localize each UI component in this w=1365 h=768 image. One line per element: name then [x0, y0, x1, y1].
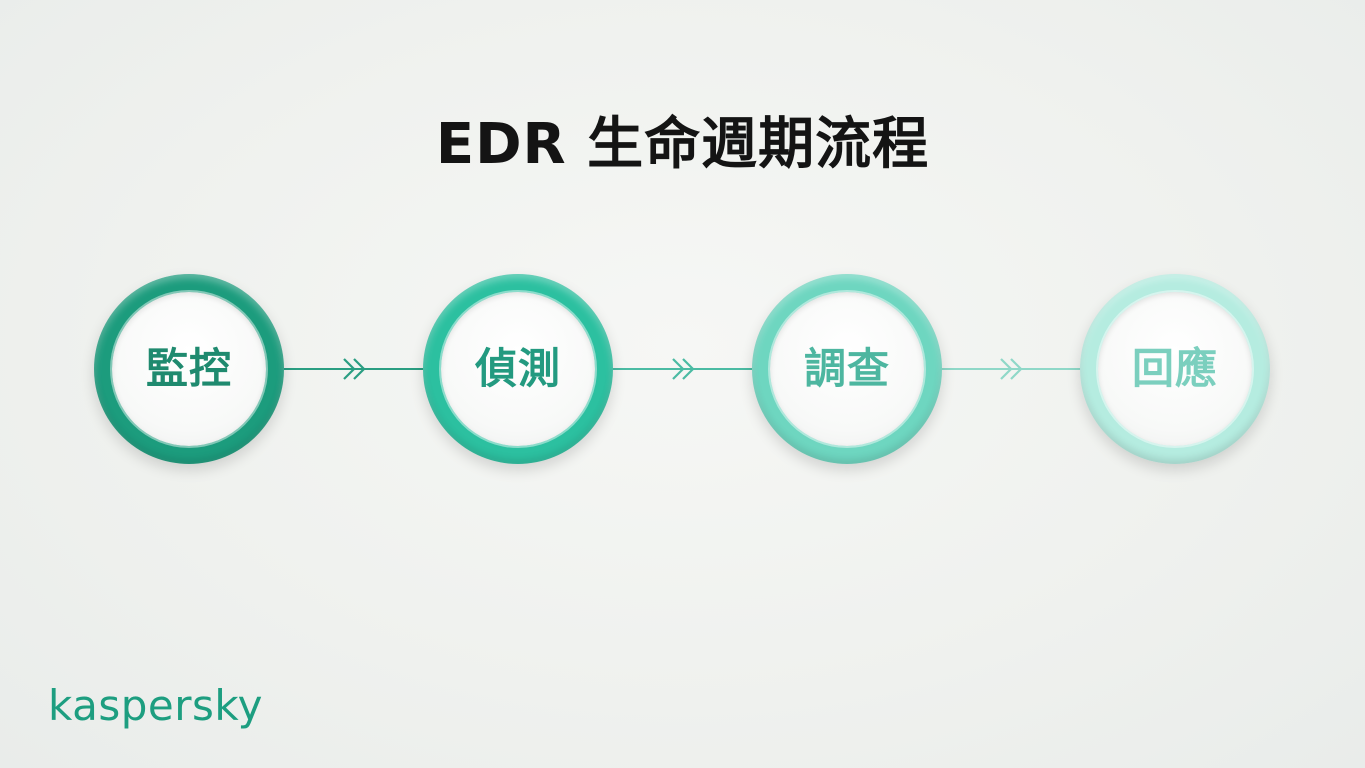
step-investigate: 調查 — [752, 274, 942, 464]
step-label: 回應 — [1131, 344, 1218, 393]
connector-3 — [941, 368, 1085, 370]
step-label: 偵測 — [474, 344, 561, 393]
step-label: 調查 — [803, 344, 890, 393]
step-label: 監控 — [145, 344, 232, 393]
kaspersky-logo: kaspersky — [48, 681, 264, 730]
step-detect: 偵測 — [423, 274, 613, 464]
double-chevron-right-icon — [343, 358, 366, 380]
step-monitor: 監控 — [94, 274, 284, 464]
step-inner: 監控 — [112, 292, 266, 446]
double-chevron-right-icon — [672, 358, 695, 380]
double-chevron-right-icon — [1000, 358, 1023, 380]
diagram-title: EDR 生命週期流程 — [435, 112, 930, 177]
step-inner: 回應 — [1098, 292, 1252, 446]
step-respond: 回應 — [1080, 274, 1270, 464]
step-inner: 偵測 — [441, 292, 595, 446]
step-inner: 調查 — [770, 292, 924, 446]
